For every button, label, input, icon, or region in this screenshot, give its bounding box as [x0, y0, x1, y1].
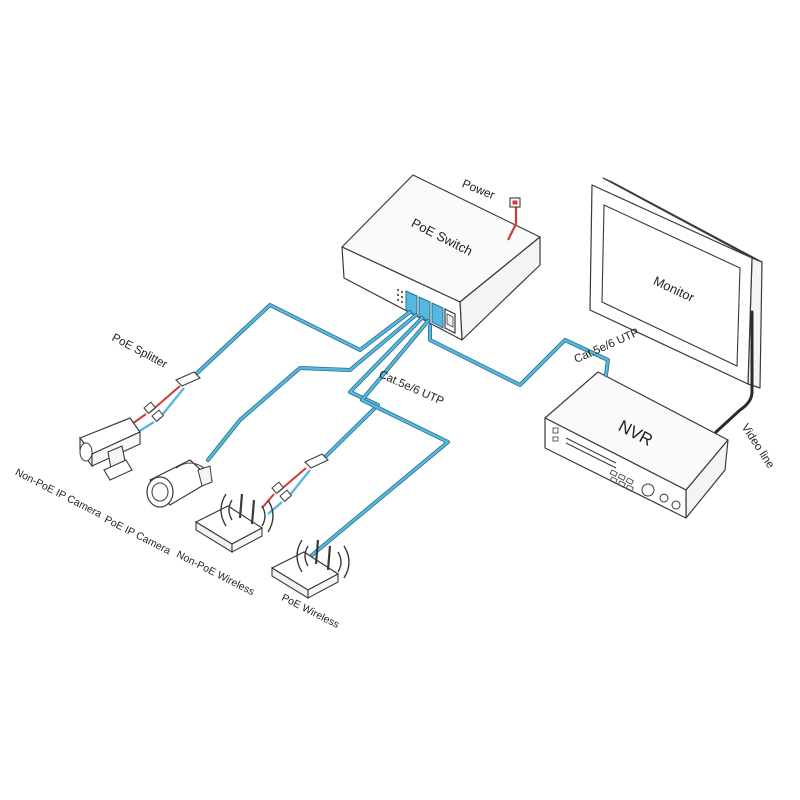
- non-poe-ip-camera: [79, 417, 141, 481]
- non-poe-wireless-label: Non-PoE Wireless: [174, 549, 256, 599]
- poe-ip-camera-label: PoE IP Camera: [102, 513, 172, 557]
- video-line-cable: [714, 310, 754, 434]
- poe-wireless-ap: [270, 539, 350, 599]
- power-label: Power: [460, 176, 497, 202]
- nvr: NVR: [544, 371, 729, 519]
- poe-ip-camera: [146, 459, 214, 508]
- poe-splitter-camera: [131, 371, 201, 434]
- non-poe-ip-camera-label: Non-PoE IP Camera: [13, 466, 104, 520]
- poe-wireless-label: PoE Wireless: [280, 592, 342, 631]
- poe-splitter-wireless: [261, 453, 329, 515]
- switch-ports: [405, 290, 456, 334]
- poe-splitter-label: PoE Splitter: [110, 332, 169, 371]
- cat5e-cables: [193, 303, 610, 557]
- power-connector: [507, 197, 521, 241]
- non-poe-wireless-ap: [194, 493, 274, 553]
- poe-switch: PoE Switch: [341, 174, 541, 341]
- monitor: Monitor: [589, 177, 763, 389]
- video-line-label: Video line: [739, 422, 776, 471]
- cable-label-mid: Cat.5e/6 UTP: [377, 369, 446, 408]
